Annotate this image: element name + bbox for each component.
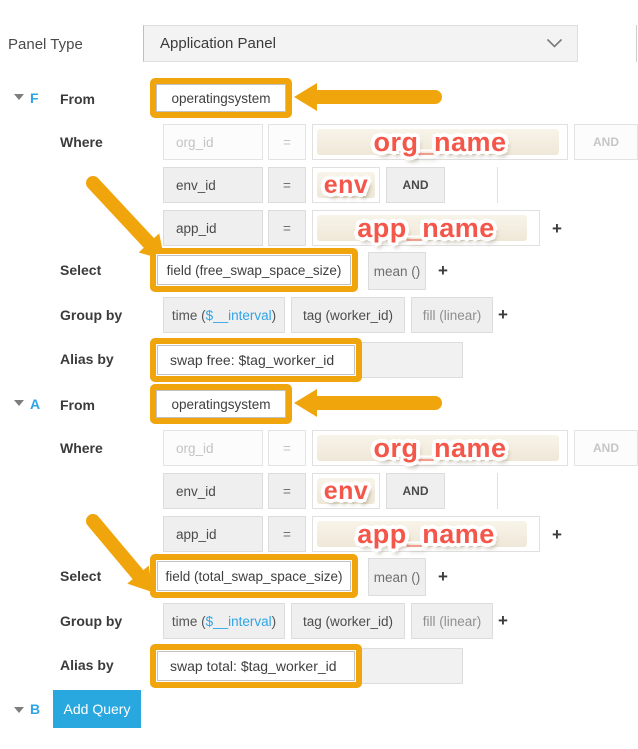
select-label: Select [60, 568, 102, 584]
where-key-segment[interactable]: org_id [163, 430, 263, 466]
query-section-f: F From operatingsystem Where org_id = AN… [0, 78, 638, 384]
groupby-time-segment[interactable]: time ($__interval) [163, 603, 285, 639]
panel-type-value: Application Panel [160, 35, 276, 52]
from-highlight-box: operatingsystem [150, 384, 292, 424]
select-mean-segment[interactable]: mean () [368, 252, 426, 290]
alias-label: Alias by [60, 657, 114, 673]
from-field[interactable]: operatingsystem [156, 84, 286, 112]
interval-variable: $__interval [205, 307, 272, 323]
where-value-segment[interactable] [312, 473, 380, 509]
annotation-arrow-left-icon [294, 389, 442, 417]
add-groupby-button[interactable]: + [498, 611, 508, 630]
alias-highlight-box: swap free: $tag_worker_id [150, 338, 362, 382]
where-value-segment[interactable] [312, 210, 540, 246]
where-operator-segment[interactable]: = [268, 473, 306, 509]
add-query-button[interactable]: Add Query [53, 690, 141, 728]
collapse-caret-icon[interactable] [14, 707, 24, 713]
annotation-arrow-left-icon [294, 83, 442, 111]
panel-type-label: Panel Type [8, 36, 83, 53]
where-key-segment[interactable]: app_id [163, 516, 263, 552]
from-highlight-box: operatingsystem [150, 78, 292, 118]
add-select-button[interactable]: + [438, 567, 448, 586]
where-operator-segment[interactable]: = [268, 167, 306, 203]
alias-highlight-box: swap total: $tag_worker_id [150, 644, 362, 688]
groupby-tag-segment[interactable]: tag (worker_id) [291, 297, 405, 333]
query-letter: A [30, 396, 41, 412]
where-label: Where [60, 440, 103, 456]
where-and-segment[interactable]: AND [386, 167, 445, 203]
from-label: From [60, 397, 95, 413]
where-key-segment[interactable]: env_id [163, 167, 263, 203]
chevron-down-icon[interactable] [546, 38, 563, 49]
alias-input[interactable]: swap total: $tag_worker_id [157, 651, 355, 681]
groupby-fill-segment[interactable]: fill (linear) [411, 603, 493, 639]
select-field-segment[interactable]: field (total_swap_space_size) [157, 561, 351, 591]
interval-variable: $__interval [205, 613, 272, 629]
collapse-caret-icon[interactable] [14, 94, 24, 100]
where-label: Where [60, 134, 103, 150]
segment-divider [497, 473, 498, 509]
redacted-value [317, 215, 527, 241]
add-condition-button[interactable]: + [552, 219, 562, 238]
redacted-value [317, 172, 375, 198]
where-operator-segment[interactable]: = [268, 124, 306, 160]
where-value-segment[interactable] [312, 167, 380, 203]
alias-field-extension[interactable] [362, 342, 463, 378]
add-condition-button[interactable]: + [552, 525, 562, 544]
collapse-caret-icon[interactable] [14, 400, 24, 406]
groupby-label: Group by [60, 613, 123, 629]
where-operator-segment[interactable]: = [268, 430, 306, 466]
alias-field-extension[interactable] [362, 648, 463, 684]
query-letter: B [30, 701, 41, 717]
where-operator-segment[interactable]: = [268, 210, 306, 246]
redacted-value [317, 521, 527, 547]
select-field-highlight-box: field (total_swap_space_size) [150, 554, 358, 598]
redacted-value [317, 478, 375, 504]
where-key-segment[interactable]: org_id [163, 124, 263, 160]
select-label: Select [60, 262, 102, 278]
where-and-segment[interactable]: AND [574, 124, 638, 160]
from-label: From [60, 91, 95, 107]
from-field[interactable]: operatingsystem [156, 390, 286, 418]
where-and-segment[interactable]: AND [386, 473, 445, 509]
select-field-segment[interactable]: field (free_swap_space_size) [157, 255, 351, 285]
select-field-highlight-box: field (free_swap_space_size) [150, 248, 358, 292]
alias-label: Alias by [60, 351, 114, 367]
where-key-segment[interactable]: app_id [163, 210, 263, 246]
where-value-segment[interactable] [312, 124, 568, 160]
where-key-segment[interactable]: env_id [163, 473, 263, 509]
query-section-a: A From operatingsystem Where org_id = AN… [0, 384, 638, 690]
redacted-value [317, 435, 559, 461]
add-groupby-button[interactable]: + [498, 305, 508, 324]
groupby-time-segment[interactable]: time ($__interval) [163, 297, 285, 333]
groupby-label: Group by [60, 307, 123, 323]
panel-divider [636, 25, 637, 62]
alias-input[interactable]: swap free: $tag_worker_id [157, 345, 355, 375]
where-operator-segment[interactable]: = [268, 516, 306, 552]
redacted-value [317, 129, 559, 155]
segment-divider [497, 167, 498, 203]
select-mean-segment[interactable]: mean () [368, 558, 426, 596]
where-and-segment[interactable]: AND [574, 430, 638, 466]
groupby-fill-segment[interactable]: fill (linear) [411, 297, 493, 333]
where-value-segment[interactable] [312, 516, 540, 552]
query-letter: F [30, 90, 39, 106]
where-value-segment[interactable] [312, 430, 568, 466]
add-select-button[interactable]: + [438, 261, 448, 280]
groupby-tag-segment[interactable]: tag (worker_id) [291, 603, 405, 639]
panel-type-dropdown[interactable]: Application Panel [143, 25, 578, 62]
